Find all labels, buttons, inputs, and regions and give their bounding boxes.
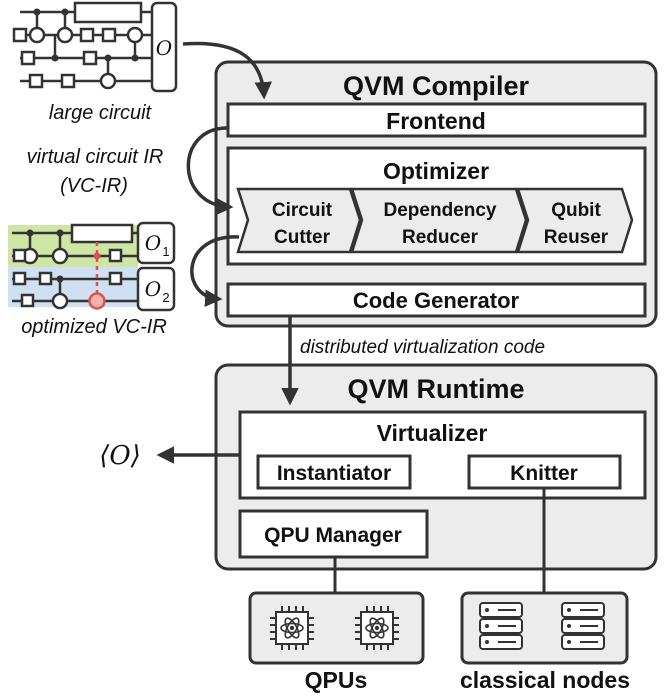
- instantiator-label: Instantiator: [277, 462, 391, 485]
- optimized-vc-ir-icon: O 1 O 2: [8, 221, 176, 312]
- frontend-box: Frontend: [226, 102, 647, 138]
- optimized-vc-ir-label: optimized VC-IR: [21, 316, 167, 338]
- virtualizer-label: Virtualizer: [377, 420, 488, 446]
- pass-dependency-reducer-line1: Dependency: [384, 200, 497, 221]
- vc-ir-label-line1: virtual circuit IR: [27, 146, 164, 168]
- pass-circuit-cutter-line2: Cutter: [274, 227, 331, 248]
- frontend-label: Frontend: [386, 108, 486, 134]
- large-circuit-label: large circuit: [49, 102, 153, 124]
- qpu-manager-label: QPU Manager: [264, 524, 402, 547]
- classical-nodes-box: [460, 591, 629, 665]
- pass-dependency-reducer: Dependency Reducer: [350, 187, 528, 254]
- o1-label: O: [145, 231, 161, 255]
- knitter-box: Knitter: [467, 454, 622, 490]
- pass-qubit-reuser-line2: Reuser: [544, 227, 609, 248]
- pass-circuit-cutter: Circuit Cutter: [236, 187, 362, 254]
- pass-dependency-reducer-line2: Reducer: [402, 227, 479, 248]
- qpu-chip-icon: [270, 606, 314, 650]
- optimizer-label: Optimizer: [383, 158, 489, 184]
- vc-ir-label-line2: (VC-IR): [60, 175, 128, 197]
- code-generator-box: Code Generator: [226, 282, 647, 318]
- server-icon: [561, 602, 605, 650]
- runtime-title: QVM Runtime: [347, 374, 524, 404]
- qpus-box: [248, 591, 425, 665]
- o1-subscript: 1: [162, 244, 169, 259]
- qpu-manager-box: QPU Manager: [238, 509, 429, 559]
- instantiator-box: Instantiator: [256, 454, 412, 490]
- server-icon: [479, 602, 523, 650]
- knitter-label: Knitter: [510, 462, 578, 485]
- classical-nodes-label: classical nodes: [460, 667, 630, 693]
- large-circuit-icon: O: [12, 1, 178, 93]
- qpus-label: QPUs: [305, 667, 368, 693]
- code-generator-label: Code Generator: [353, 288, 520, 313]
- optimizer-box: Optimizer Circuit Cutter Dependency Redu…: [226, 146, 647, 266]
- arrow-optimizer-to-code-generator: [190, 235, 240, 307]
- observable-label: O: [156, 36, 172, 60]
- pass-qubit-reuser-line1: Qubit: [551, 200, 601, 221]
- qvm-runtime-box: QVM Runtime Virtualizer Instantiator Kni…: [214, 363, 658, 571]
- arrow-frontend-to-optimizer: [186, 126, 234, 216]
- distributed-code-label: distributed virtualization code: [300, 337, 545, 358]
- virtualizer-box: Virtualizer Instantiator Knitter: [238, 410, 647, 500]
- expectation-value-label: ⟨O⟩: [99, 441, 141, 471]
- qpu-chip-icon: [355, 606, 399, 650]
- qvm-compiler-box: QVM Compiler Frontend Optimizer Circuit …: [214, 60, 658, 328]
- o2-subscript: 2: [162, 290, 169, 305]
- compiler-title: QVM Compiler: [343, 71, 530, 101]
- pass-qubit-reuser: Qubit Reuser: [516, 187, 634, 254]
- arrow-large-circuit-to-frontend: [182, 41, 272, 100]
- pass-circuit-cutter-line1: Circuit: [272, 200, 333, 221]
- o2-label: O: [145, 277, 161, 301]
